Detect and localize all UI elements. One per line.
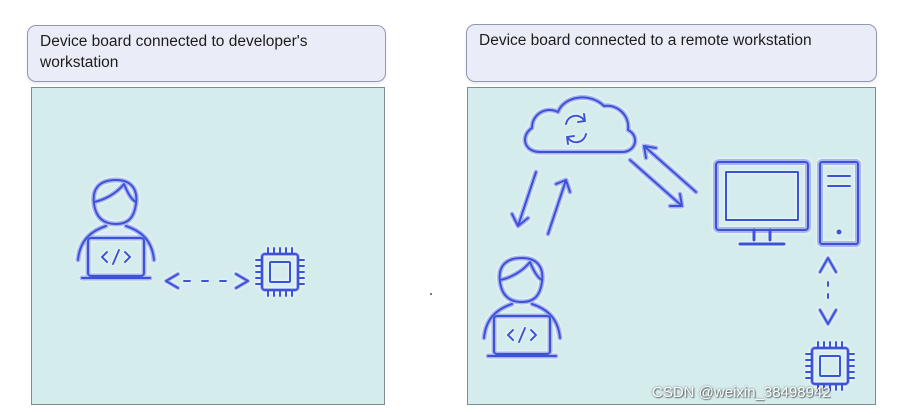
tower-icon <box>817 159 861 247</box>
developer-icon <box>484 258 560 356</box>
sync-icon <box>565 113 587 145</box>
chip-icon <box>254 246 306 298</box>
right-panel-title: Device board connected to a remote works… <box>466 24 877 82</box>
left-panel-title: Device board connected to developer's wo… <box>27 25 386 82</box>
arrow-pair-icon <box>509 169 573 237</box>
desktop-computer-icon <box>713 159 811 246</box>
bidirectional-arrow-icon <box>818 256 838 326</box>
left-panel <box>31 87 385 405</box>
developer-icon <box>78 180 154 278</box>
cloud-sync-icon <box>522 95 638 155</box>
stray-dot <box>430 293 432 295</box>
chip-icon <box>804 340 856 392</box>
arrow-pair-icon <box>627 143 699 209</box>
bidirectional-arrow-icon <box>164 272 250 290</box>
watermark-text: CSDN @weixin_38498942 <box>652 384 831 401</box>
